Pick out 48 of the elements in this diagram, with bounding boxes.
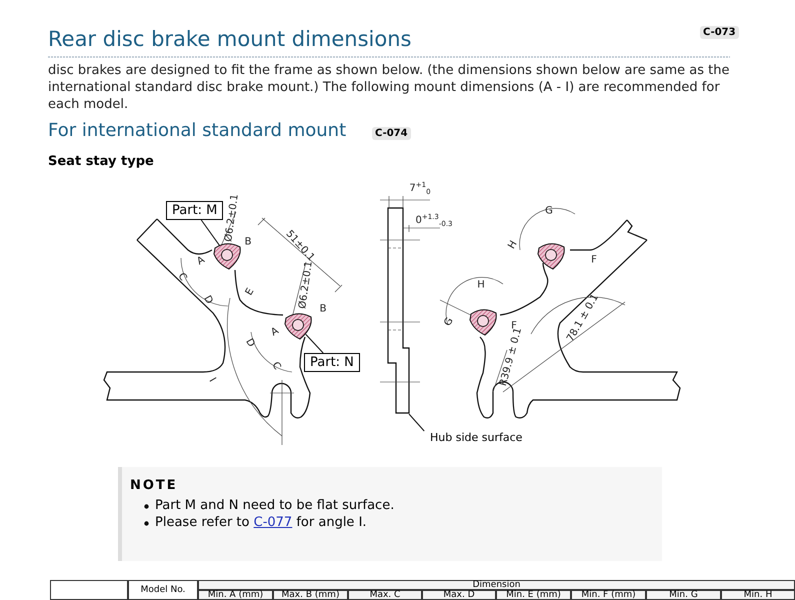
dimension-label: D xyxy=(201,294,215,306)
dimension-label: R39.9 ± 0.1 xyxy=(498,326,524,388)
dimension-label: G xyxy=(442,316,456,328)
page-reference-tag: C-074 xyxy=(372,127,411,140)
callout-label: Part: M xyxy=(166,201,224,220)
table-header: Model No. xyxy=(128,580,198,600)
mount-boss xyxy=(212,242,242,270)
dimension-label: Ø6.2±0.1 xyxy=(297,260,315,310)
dimension-label: B xyxy=(244,236,252,248)
dimension-label: C xyxy=(270,360,282,372)
section-heading: For international standard mount xyxy=(48,120,346,141)
dimension-label: A xyxy=(269,326,281,338)
note-text: for angle I. xyxy=(296,515,367,530)
mount-boss xyxy=(536,242,566,270)
page-link: C-077 xyxy=(254,515,292,530)
dimension-label: B xyxy=(320,304,326,314)
dimension-label: C xyxy=(176,271,188,283)
page-reference-tag: C-073 xyxy=(700,26,739,39)
dimension-label: G xyxy=(545,206,553,216)
intro-paragraph: disc brakes are designed to fit the frame as shown below. (the dimensions shown below are same as the international standard disc brake mount.) The following mount dimensions (A - I) are recommended for each model. xyxy=(48,62,730,113)
table-header: Dimension xyxy=(198,580,795,590)
note-heading: NOTE xyxy=(130,478,178,493)
table-header: Min. E (mm) xyxy=(496,590,571,600)
dimension-label: F xyxy=(591,254,597,266)
mount-boss xyxy=(468,308,498,336)
dimension-label: H xyxy=(477,280,485,290)
leader-text: Hub side surface xyxy=(430,431,522,444)
note-text: Please refer to xyxy=(155,515,250,530)
dimension-label: Ø6.2±0.1 xyxy=(223,193,241,243)
table-header: Min. F (mm) xyxy=(571,590,646,600)
dimension-label: A xyxy=(195,254,207,268)
mount-boss xyxy=(283,312,313,340)
note-text: Part M and N need to be flat surface. xyxy=(155,498,394,513)
subsection-heading: Seat stay type xyxy=(48,154,154,169)
dimension-label: H xyxy=(506,239,520,251)
callout-label: Part: N xyxy=(304,353,360,372)
dimension-label: D xyxy=(243,336,257,350)
dimension-label: E xyxy=(244,286,256,298)
table-header: Max. D xyxy=(422,590,496,600)
table-header: Min. G xyxy=(646,590,721,600)
leader-line xyxy=(305,334,324,354)
dimension-label: I xyxy=(206,376,218,384)
page-title: Rear disc brake mount dimensions xyxy=(48,27,412,51)
table-header: Max. C xyxy=(348,590,422,600)
table-header: Max. B (mm) xyxy=(273,590,348,600)
table-header: Min. A (mm) xyxy=(198,590,273,600)
table-header: Min. H xyxy=(721,590,795,600)
leader-line xyxy=(408,414,425,432)
